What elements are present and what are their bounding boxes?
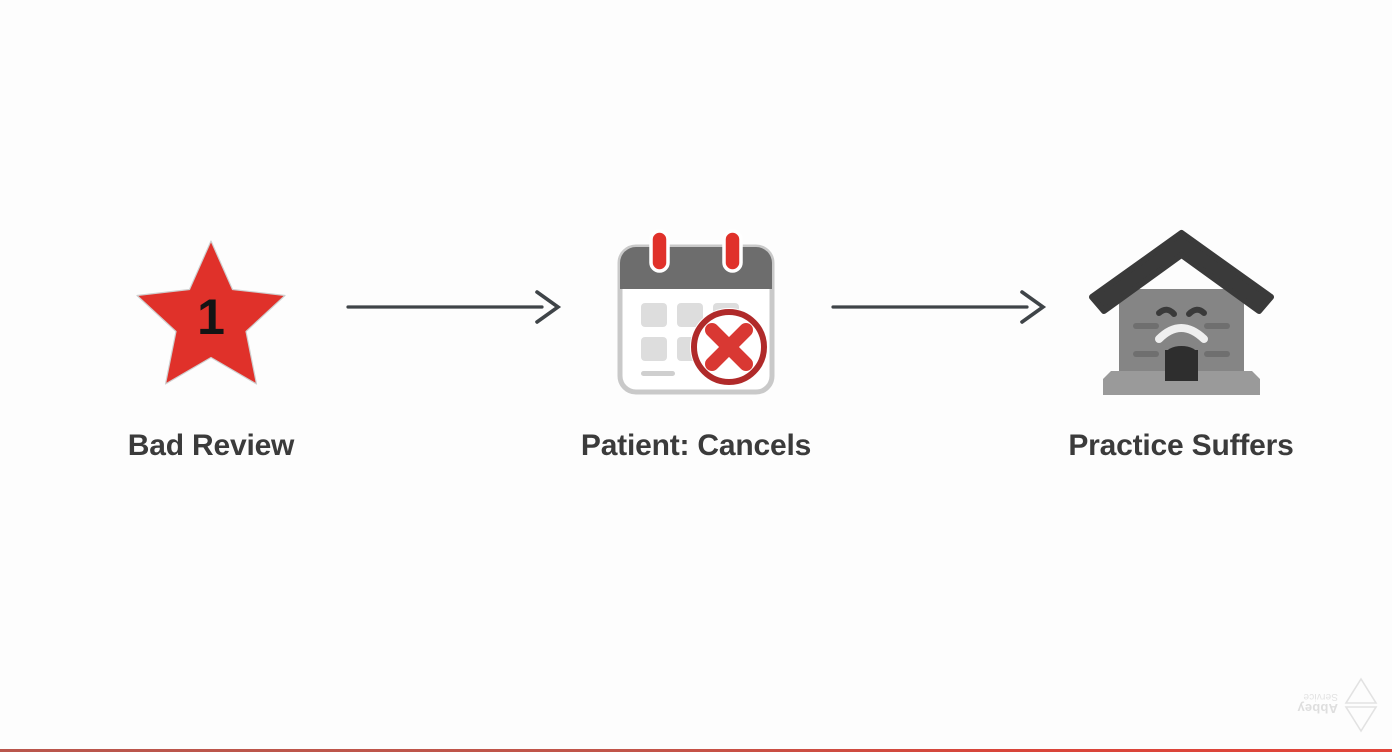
connector-arrow-2: [831, 214, 1047, 399]
watermark-line-1: Abbey: [1297, 700, 1338, 716]
house-shape-icon: [1088, 230, 1274, 395]
calendar-shape-icon: [617, 228, 775, 394]
arrow-right-icon: [346, 289, 562, 324]
flow-step-bad-review[interactable]: 1 Bad Review: [61, 222, 361, 463]
process-flow: 1 Bad Review: [0, 222, 1392, 492]
sad-house-icon: [1088, 227, 1274, 402]
bottom-accent-rule: [0, 749, 1392, 752]
star-shape-icon: [136, 240, 286, 385]
flow-step-label-patient-cancels: Patient: Cancels: [580, 429, 812, 462]
flow-step-label-bad-review: Bad Review: [127, 429, 295, 462]
flow-step-patient-cancels[interactable]: Patient: Cancels: [546, 222, 846, 463]
watermark-text: Abbey Service: [1297, 691, 1338, 716]
frown-mouth-icon: [1154, 324, 1208, 343]
bad-review-icon-area: 1: [131, 222, 291, 407]
connector-arrow-1: [346, 214, 562, 399]
calendar-cancelled-icon: [611, 228, 781, 401]
flow-step-practice-suffers[interactable]: Practice Suffers: [1031, 222, 1331, 463]
eyebrow-left-icon: [1155, 306, 1177, 317]
arrow-right-icon: [831, 289, 1047, 324]
diamond-logo-icon: [1344, 673, 1378, 734]
practice-suffers-icon-area: [1088, 222, 1274, 407]
patient-cancels-icon-area: [611, 222, 781, 407]
star-one-icon: 1: [131, 235, 291, 395]
flow-step-label-practice-suffers: Practice Suffers: [1068, 429, 1294, 462]
watermark: Abbey Service: [1263, 672, 1378, 734]
cancel-x-icon: [705, 322, 753, 371]
watermark-line-2: Service: [1303, 691, 1338, 703]
eyebrow-right-icon: [1185, 306, 1207, 317]
